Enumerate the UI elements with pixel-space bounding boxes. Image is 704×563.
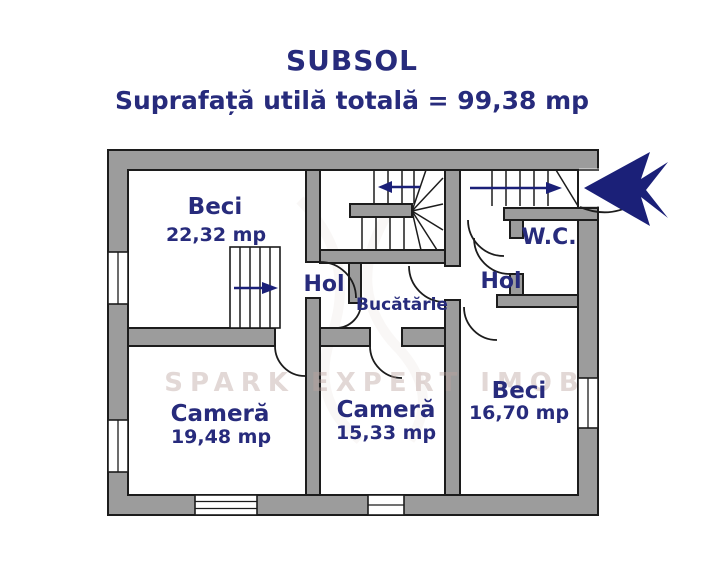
doors [274,219,511,379]
entrance-arrow [584,152,668,226]
wall-stairroom-bottom [319,249,446,264]
stairs-cellar [229,246,281,329]
watermark-text: SPARK EXPERT IMOB [164,368,585,398]
window-left-upper [107,251,129,305]
window-bottom-left [194,494,258,516]
door-kitchen-holright [408,265,446,303]
label-beci-br-area: 16,70 mp [469,402,569,424]
wall-becitl-stairroom [305,169,321,263]
label-bucatarie: Bucătărie [356,295,448,315]
label-camera1-area: 19,48 mp [171,426,271,448]
wall-kitchen-becibr [444,299,461,496]
door-camera1 [274,345,306,377]
wall-wc-left-upper [509,219,524,239]
label-camera2-area: 15,33 mp [336,422,436,444]
door-hol-kitchen [335,302,362,329]
wall-divider-mid [319,327,371,347]
door-camera2 [369,345,403,379]
door-becibr [463,306,498,341]
label-beci-tl-name: Beci [188,194,243,220]
stairs-winder [349,169,444,251]
label-beci-br-name: Beci [492,378,547,404]
window-right [577,377,599,429]
wall-divider-right [401,327,446,347]
door-wc [473,237,511,275]
room-labels: Beci 22,32 mp Hol Bucătărie W.C. Hol Cam… [166,194,577,448]
stairs-entry [470,169,635,214]
interior-walls [127,169,599,496]
winder-landing [349,203,413,218]
plan-subtitle: Suprafață utilă totală = 99,38 mp [114,86,590,115]
wall-stairroom-hall [444,169,461,267]
label-camera1-name: Cameră [171,401,270,427]
window-bottom-mid [367,494,405,516]
label-camera2-name: Cameră [337,397,436,423]
windows [107,251,599,516]
door-becitl-hol [319,261,357,299]
wall-entry-hall [503,207,599,221]
label-hol-left: Hol [303,272,344,297]
door-entry-hol [467,219,505,257]
window-left-lower [107,419,129,473]
wall-center-vertical [305,297,321,496]
plan-title: SUBSOL [285,44,419,77]
wall-wc-bottom [496,294,579,308]
wall-divider-left [127,327,276,347]
exterior-walls [107,149,599,516]
label-wc: W.C. [521,225,576,250]
label-beci-tl-area: 22,32 mp [166,224,266,246]
wall-hol-kitchen [348,262,362,304]
label-hol-right: Hol [480,269,521,294]
